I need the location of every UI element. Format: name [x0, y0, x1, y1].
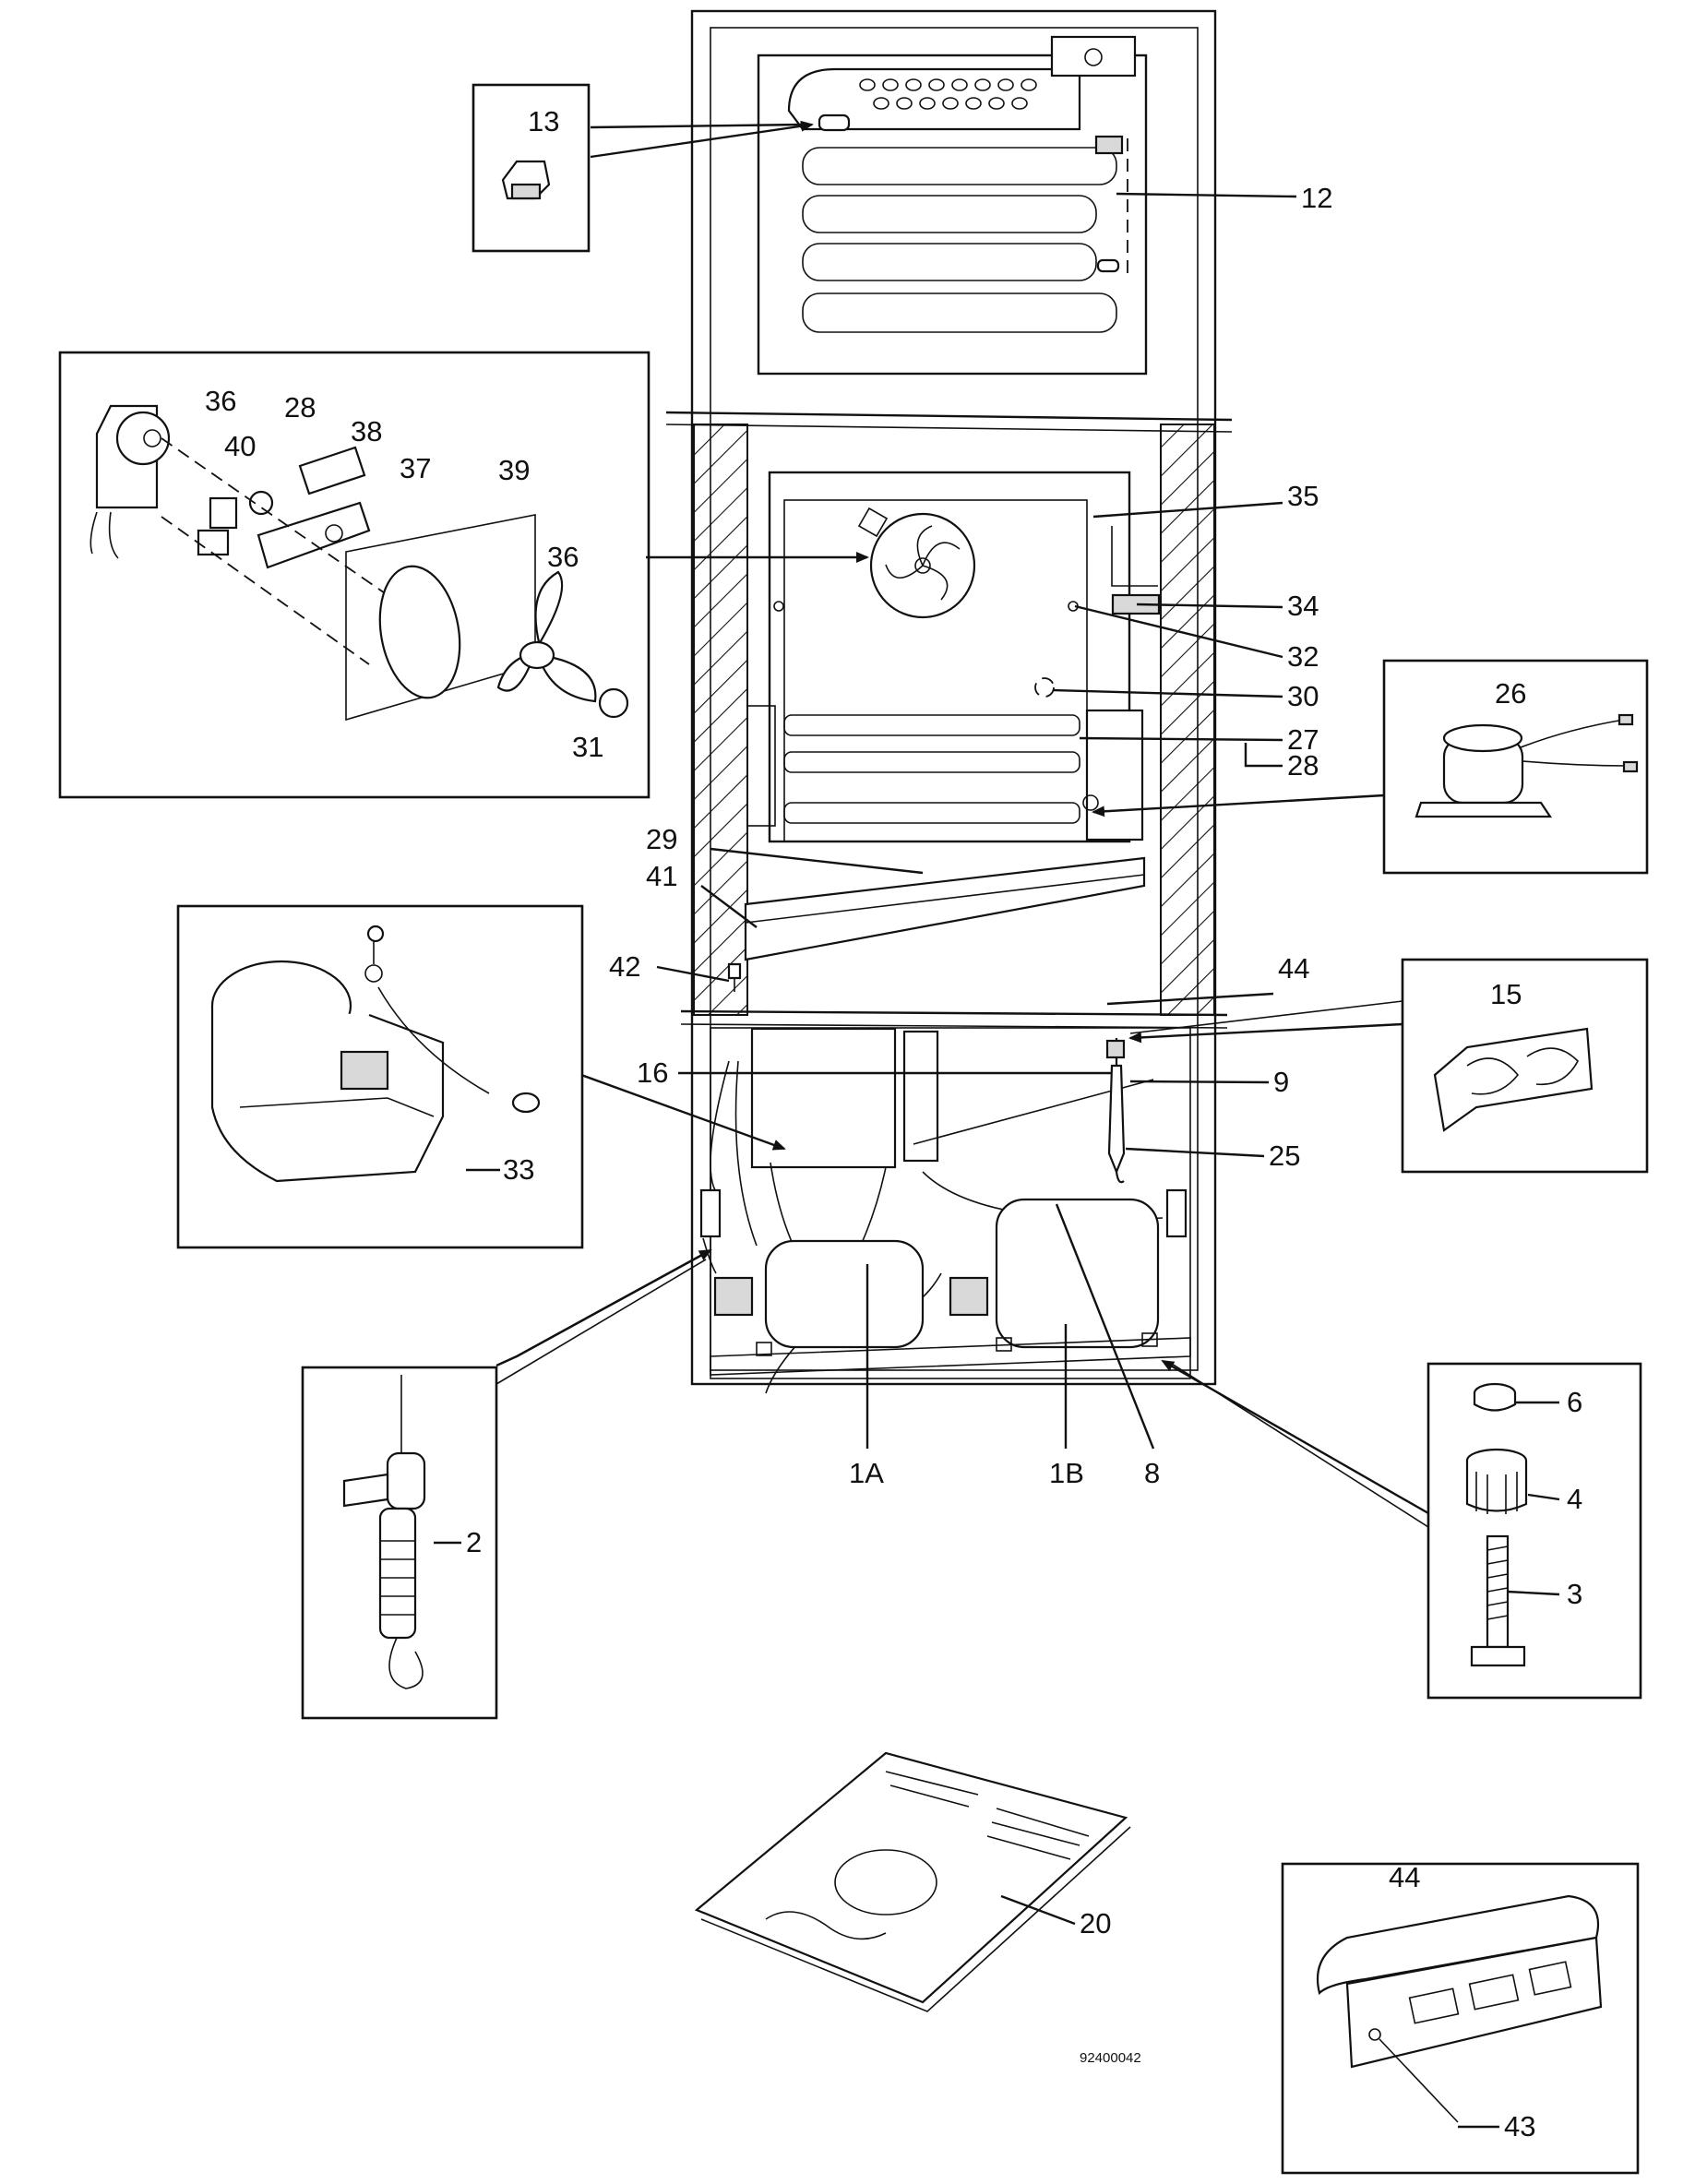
freezer-evaporator: [757, 35, 1148, 376]
label-part-28-bracket: 28: [1287, 749, 1319, 782]
evaporator-cover-panel: [746, 471, 1161, 843]
label-part-15: 15: [1490, 978, 1522, 1010]
instruction-manual-part: [694, 1751, 1131, 2012]
control-panel-part: [1316, 1894, 1603, 2069]
label-part-28-screw: 28: [284, 391, 316, 424]
drawing-number: 92400042: [1080, 2050, 1141, 2066]
machine-compartment: [699, 1027, 1191, 1394]
defrost-timer-part: [210, 925, 541, 1183]
label-part-26: 26: [1495, 677, 1526, 710]
label-part-32: 32: [1287, 640, 1319, 673]
drain-trough: [727, 856, 1146, 992]
fan-bracket-part: [197, 446, 371, 569]
leader-13a: [590, 123, 804, 129]
left-insulation-wall: [693, 424, 748, 1016]
label-part-41: 41: [646, 860, 677, 892]
label-part-1b: 1B: [1049, 1457, 1084, 1489]
tube-clip-part: [1433, 1027, 1594, 1132]
label-part-30: 30: [1287, 680, 1319, 712]
label-part-6: 6: [1567, 1386, 1582, 1418]
label-part-31: 31: [572, 731, 603, 763]
label-part-16: 16: [637, 1056, 668, 1089]
label-part-9: 9: [1273, 1066, 1289, 1098]
label-part-4: 4: [1567, 1483, 1582, 1515]
defrost-thermostat-part: [1415, 713, 1639, 818]
fan-blade-part: [496, 570, 629, 719]
label-part-25: 25: [1269, 1140, 1300, 1172]
label-part-8: 8: [1144, 1457, 1160, 1489]
thermostat-knob-part: [501, 160, 551, 200]
leader-lines: [434, 192, 1560, 1926]
label-part-27: 27: [1287, 723, 1319, 756]
label-part-44-panel: 44: [1389, 1861, 1420, 1893]
label-part-40: 40: [224, 430, 256, 462]
right-insulation-wall: [1160, 424, 1215, 1016]
label-part-13: 13: [528, 105, 559, 137]
heater-element-part: [342, 1375, 426, 1689]
label-part-44-shelf: 44: [1278, 952, 1309, 985]
label-part-1a: 1A: [849, 1457, 884, 1489]
label-part-36-motor: 36: [205, 385, 236, 417]
part-labels: 13 12 36 28 38 40 37 39 36 31 35 34 32 3…: [205, 105, 1582, 2142]
label-part-33: 33: [503, 1153, 534, 1186]
leader-13b: [590, 120, 814, 159]
label-part-34: 34: [1287, 590, 1319, 622]
label-part-12: 12: [1301, 182, 1332, 214]
leveling-foot-parts: [1465, 1382, 1528, 1667]
inset-box-leveling-foot: [1426, 1362, 1642, 1700]
label-part-42: 42: [609, 950, 640, 983]
label-part-36-blade: 36: [547, 541, 579, 573]
label-part-43: 43: [1504, 2110, 1535, 2142]
label-part-39: 39: [498, 454, 530, 486]
label-part-2: 2: [466, 1526, 482, 1558]
label-part-37: 37: [400, 452, 431, 484]
label-part-29: 29: [646, 823, 677, 855]
label-part-3: 3: [1567, 1578, 1582, 1610]
label-part-38: 38: [351, 415, 382, 448]
label-part-35: 35: [1287, 480, 1319, 512]
label-part-20: 20: [1080, 1907, 1111, 1939]
fan-motor-part: [90, 404, 171, 559]
